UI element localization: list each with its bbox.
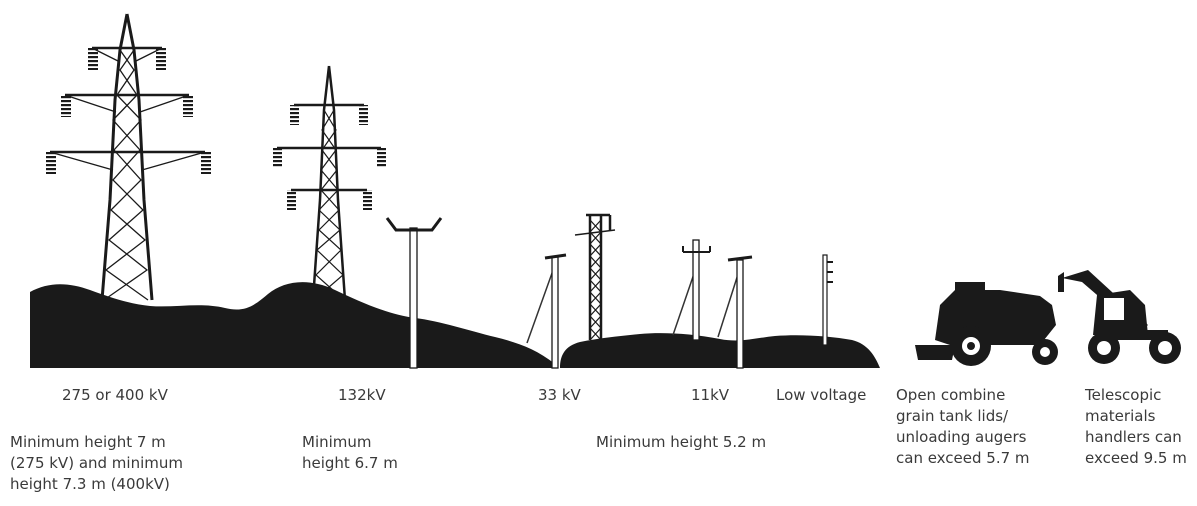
tower-132kv	[273, 65, 386, 301]
lattice-mast-33kv	[574, 213, 616, 341]
label-11kv: 11kV	[691, 386, 730, 404]
pole-11kv	[672, 239, 711, 341]
label-33kv: 33 kV	[538, 386, 581, 404]
label-low-voltage: Low voltage	[776, 386, 867, 404]
pole-132-area	[385, 217, 443, 369]
tower-275-400kv	[46, 13, 211, 301]
min-height-distribution: Minimum height 5.2 m	[596, 433, 767, 451]
min-height-132: Minimum height 6.7 m	[302, 433, 398, 472]
min-height-275-400: Minimum height 7 m (275 kV) and minimum …	[10, 433, 183, 493]
label-telescopic-handler: Telescopic materials handlers can exceed…	[1085, 386, 1187, 467]
combine-harvester	[915, 282, 1058, 366]
pole-11kv-second	[717, 255, 753, 369]
power-line-clearance-illustration	[30, 13, 1181, 369]
pole-low-voltage	[822, 254, 833, 346]
telescopic-handler	[1058, 270, 1181, 364]
ground-hills-right	[560, 333, 880, 368]
label-combine: Open combine grain tank lids/ unloading …	[896, 386, 1030, 467]
pole-33kv	[526, 253, 567, 369]
ground-hills-left	[30, 282, 555, 368]
label-275-400kv: 275 or 400 kV	[62, 386, 168, 404]
label-132kv: 132kV	[338, 386, 386, 404]
